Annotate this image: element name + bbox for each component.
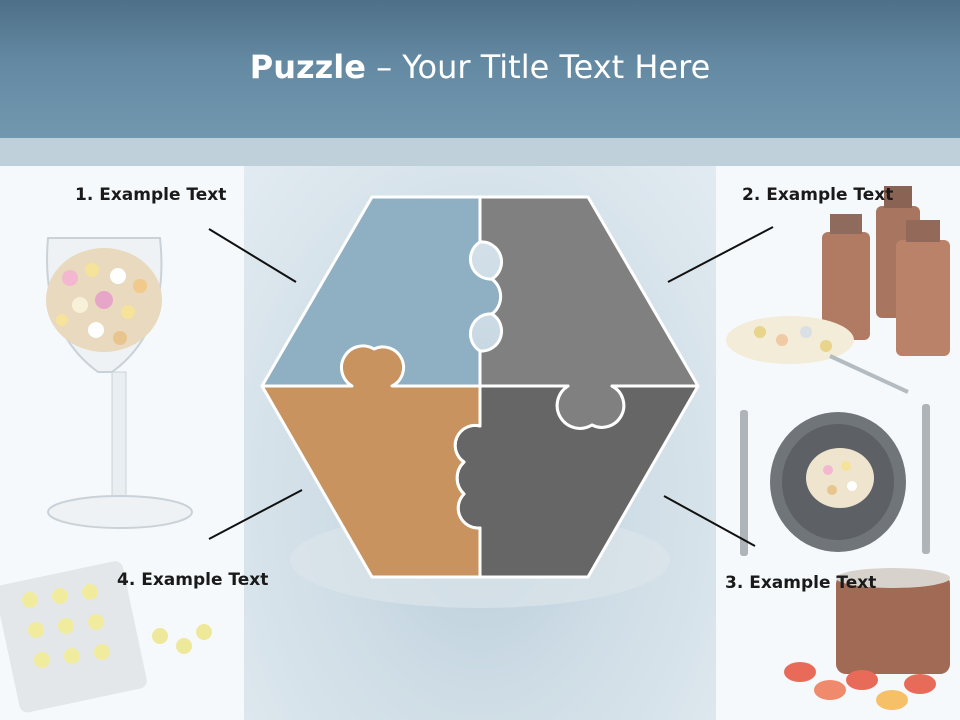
puzzle-piece-4 (260, 344, 482, 579)
title-rest: – Your Title Text Here (365, 48, 711, 86)
blister-pack-image (0, 561, 212, 713)
label-item-3: 3. Example Text (725, 573, 877, 593)
connector-line-1 (208, 228, 297, 283)
title-bar (0, 0, 960, 138)
label-item-1: 1. Example Text (75, 185, 227, 205)
slide-title: Puzzle – Your Title Text Here (0, 48, 960, 86)
label-item-4: 4. Example Text (117, 570, 269, 590)
title-strip (0, 138, 960, 166)
connector-line-2 (667, 226, 774, 283)
wine-glass-image (46, 237, 193, 529)
connector-line-3 (663, 495, 756, 547)
title-bold: Puzzle (249, 48, 366, 86)
plate-image (740, 404, 930, 556)
connector-line-4 (208, 489, 303, 540)
capsules-image (784, 568, 950, 710)
label-item-2: 2. Example Text (742, 185, 894, 205)
bottles-image (726, 186, 950, 394)
